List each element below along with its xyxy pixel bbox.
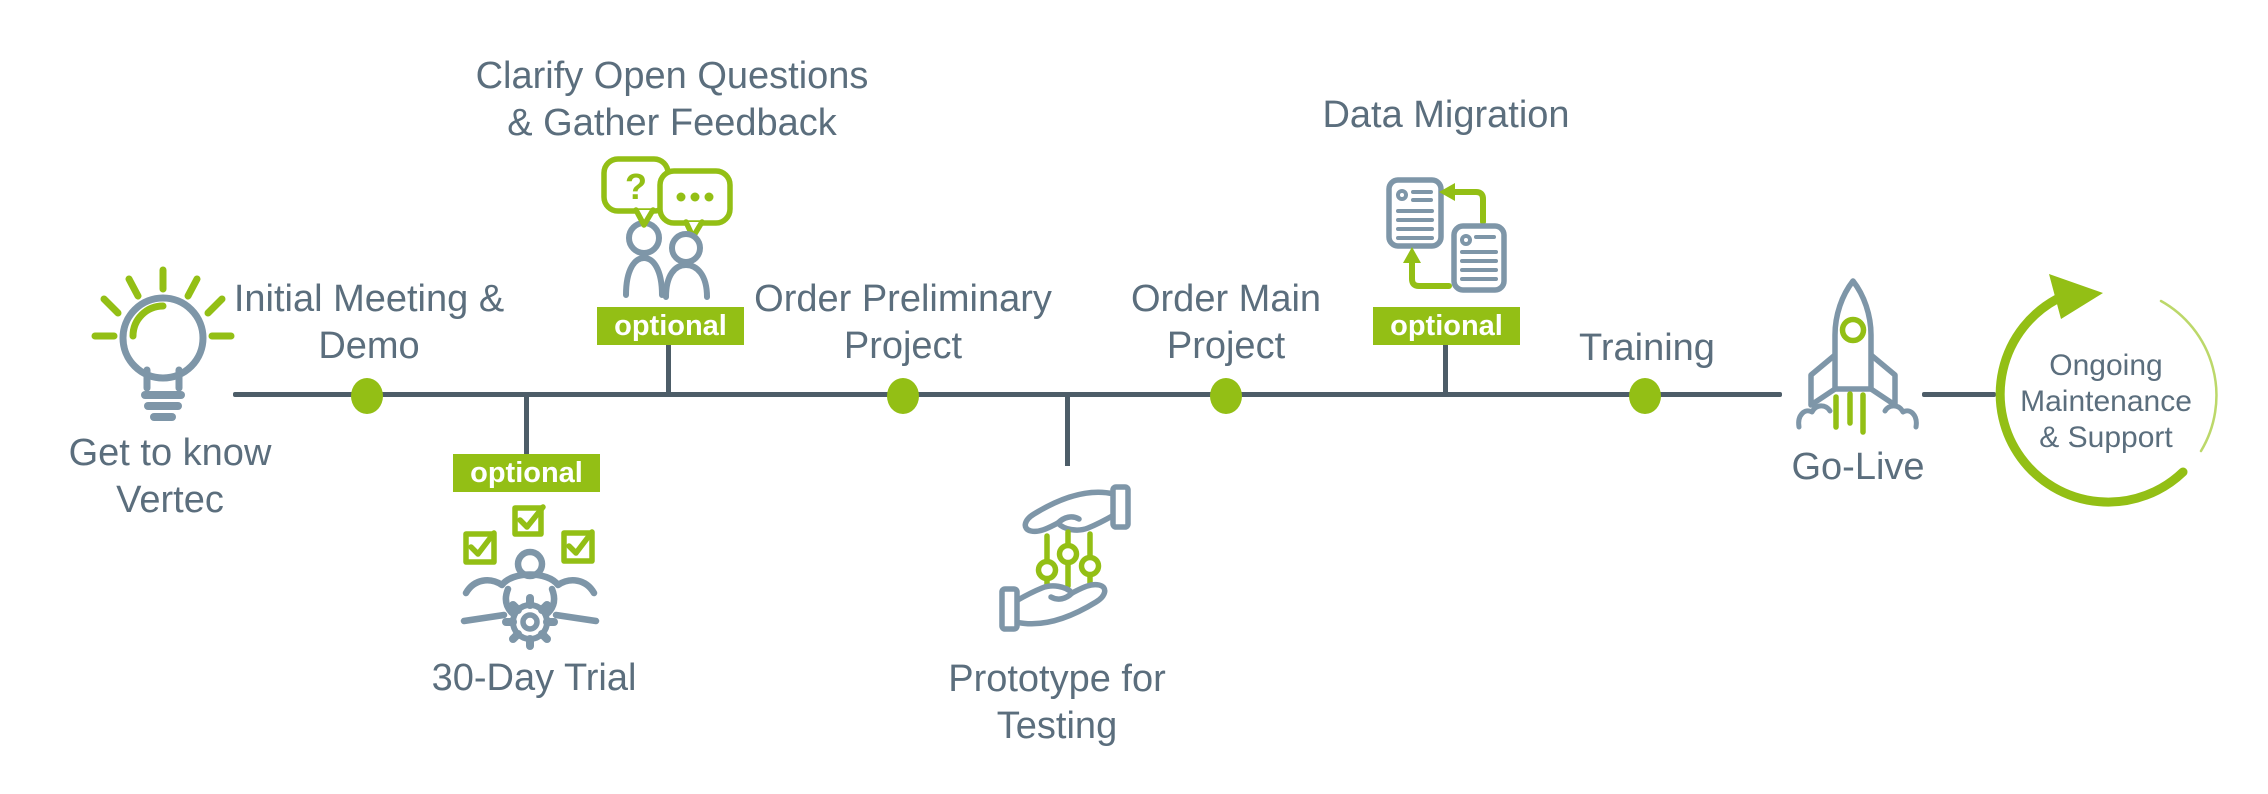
stage-label-get-to-know: Get to know Vertec xyxy=(68,432,272,521)
branch-connector-clarify xyxy=(666,344,671,394)
optional-badge-clarify: optional xyxy=(597,307,744,345)
optional-badge-migration: optional xyxy=(1373,307,1520,345)
stage-label-clarify: Clarify Open Questions & Gather Feedback xyxy=(475,55,869,144)
stage-label-ongoing-maintenance: Ongoing Maintenance & Support xyxy=(2020,349,2192,454)
prototype-handover-icon xyxy=(999,484,1131,632)
stage-label-prototype: Prototype for Testing xyxy=(948,658,1166,747)
stage-label-order-main: Order Main Project xyxy=(1130,278,1322,367)
branch-connector-migration xyxy=(1443,344,1448,394)
trial-checklist-icon xyxy=(460,504,600,653)
discussion-icon: ? xyxy=(600,155,735,300)
rocket-icon xyxy=(1795,277,1920,435)
stage-label-data-migration: Data Migration xyxy=(1322,94,1570,136)
timeline-dot-initial-meeting xyxy=(351,378,383,414)
optional-badge-trial: optional xyxy=(453,454,600,492)
stage-label-go-live: Go-Live xyxy=(1791,446,1925,488)
timeline-dot-order-preliminary xyxy=(887,378,919,414)
lightbulb-icon xyxy=(85,262,235,427)
branch-connector-trial xyxy=(524,394,529,455)
stage-label-initial-meeting: Initial Meeting & Demo xyxy=(233,278,505,367)
stage-label-training: Training xyxy=(1579,327,1715,369)
data-migration-icon xyxy=(1385,168,1510,294)
circular-arrow-icon xyxy=(1985,272,2235,522)
timeline-dot-training xyxy=(1629,378,1661,414)
timeline-dot-order-main xyxy=(1210,378,1242,414)
timeline-main-line xyxy=(233,392,1782,397)
timeline-stub-line xyxy=(1922,392,1996,397)
svg-text:?: ? xyxy=(625,166,647,207)
branch-connector-prototype xyxy=(1065,394,1070,466)
stage-label-order-preliminary: Order Preliminary Project xyxy=(754,278,1052,367)
stage-label-trial: 30-Day Trial xyxy=(431,657,637,699)
